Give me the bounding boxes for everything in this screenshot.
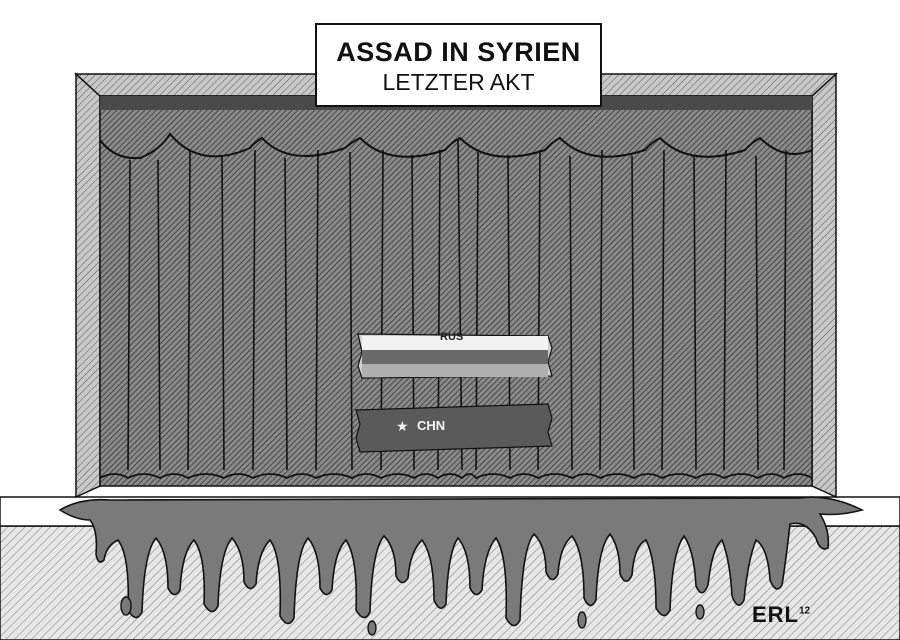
curtain-valance: [99, 132, 813, 160]
sign-subtitle: LETZTER AKT: [382, 69, 535, 95]
curtain-folds: [127, 139, 787, 471]
artist-signature: ERL12: [752, 602, 810, 628]
tape-rus: [357, 333, 553, 379]
signature-name: ERL: [752, 602, 799, 627]
blood-drops: [120, 596, 705, 636]
curtain-hem: [99, 473, 813, 480]
tape-chn: [355, 403, 553, 453]
blood-spill: [58, 496, 865, 627]
proscenium-frame-left: [75, 72, 101, 499]
tape-chn-label: CHN: [417, 418, 446, 433]
signature-year: 12: [799, 605, 811, 617]
tape-rus-label: RUS: [440, 331, 464, 343]
proscenium-frame-right: [811, 72, 837, 499]
title-sign: ASSAD IN SYRIEN LETZTER AKT: [315, 23, 602, 107]
star-icon: ★: [396, 418, 409, 434]
sign-title: ASSAD IN SYRIEN: [336, 37, 581, 67]
